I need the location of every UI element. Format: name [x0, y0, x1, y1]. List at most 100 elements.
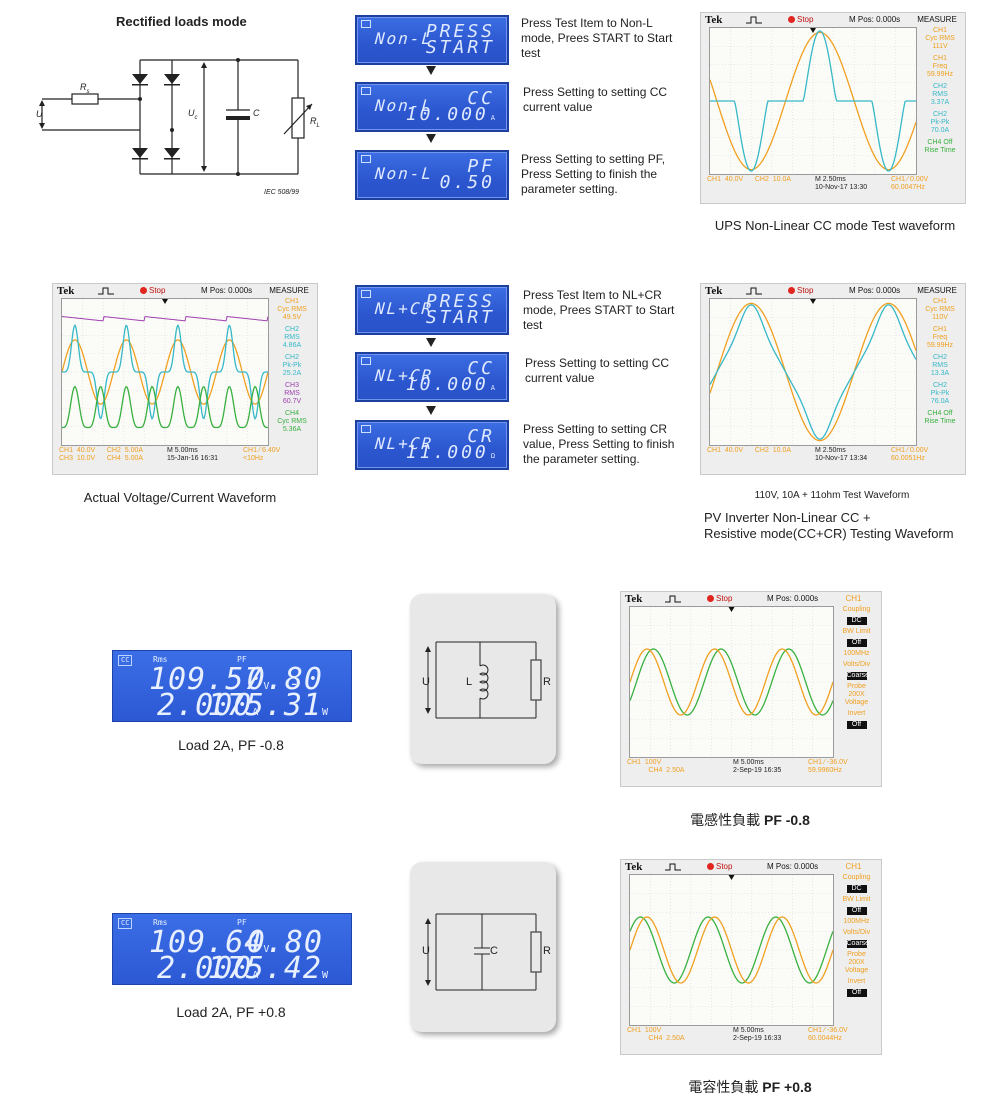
stop-dot-icon: [707, 595, 714, 602]
trigger-pulse-icon: [746, 287, 762, 295]
ch3-trace: [61, 315, 269, 322]
measure-item: CH2 RMS 3.37A: [930, 83, 950, 106]
scope-footer-channels: CH1 100V CH4 2.50A: [627, 759, 685, 774]
trigger-pulse-icon: [665, 863, 681, 871]
scope-footer-channels: CH1 40.0V CH2 10.0A: [707, 447, 792, 454]
scope-brand: Tek: [625, 861, 643, 873]
arrow-down-icon: [426, 134, 436, 143]
measure-item: Volts/Div: [842, 661, 871, 668]
measure-item: CH1 Cyc RMS 49.5V: [277, 298, 307, 321]
ch1-voltage-trace: [709, 302, 917, 442]
rectified-title: Rectified loads mode: [116, 14, 247, 29]
scope5-caption: 電容性負載 PF +0.8: [688, 1079, 812, 1095]
arrow-down-icon: [426, 338, 436, 347]
measure-item: CH2 Pk-Pk 70.0A: [930, 111, 950, 134]
stop-dot-icon: [707, 863, 714, 870]
stop-dot-icon: [788, 16, 795, 23]
scope-screen: [61, 298, 269, 446]
stop-label: Stop: [716, 594, 733, 603]
arrow-down-icon: [426, 66, 436, 75]
scope-footer-time: M 5.00ms 2-Sep-19 16:35: [733, 759, 782, 774]
side-title: MEASURE: [917, 286, 957, 295]
nonl-step3-text: Press Setting to setting PF, Press Setti…: [521, 152, 666, 196]
ch1-voltage-trace: [709, 31, 917, 171]
scope-footer-time: M 5.00ms 15-Jan-16 16:31: [167, 447, 218, 462]
waveform-plot: [629, 875, 834, 1025]
scope-footer-time: M 2.50ms 10-Nov-17 13:30: [815, 176, 868, 191]
scope4-caption: 電感性負載 PF -0.8: [690, 812, 810, 828]
stop-dot-icon: [140, 287, 147, 294]
scope-ups-nonlinear: Tek Stop M Pos: 0.000s MEASURE CH1 Cyc RMS 1…: [700, 12, 966, 204]
stop-label: Stop: [797, 15, 814, 24]
mpos-label: M Pos: 0.000s: [201, 286, 253, 295]
measure-item: Coupling: [842, 874, 871, 881]
circuit1-u: U: [422, 676, 430, 688]
waveform-plot: [61, 299, 269, 445]
circuit2-c: C: [490, 945, 498, 957]
uc-label: Uc: [188, 108, 198, 121]
meter1-caption: Load 2A, PF -0.8: [178, 737, 284, 753]
measure-item: CH4 Cyc RMS 5.36A: [277, 410, 307, 433]
rl-circuit-diagram: [425, 641, 542, 719]
scope-brand: Tek: [705, 14, 723, 26]
measure-item: BW Limit: [842, 896, 871, 903]
measure-item: CH2 Pk-Pk 25.2A: [282, 354, 302, 377]
scope-footer-channels: CH1 40.0V CH2 10.0A: [707, 176, 792, 183]
scope-brand: Tek: [625, 593, 643, 605]
measure-item: Probe 200X Voltage: [844, 951, 869, 974]
measure-item: Off: [846, 989, 867, 997]
meter2-caption: Load 2A, PF +0.8: [176, 1004, 286, 1020]
ch4-current-trace: [61, 385, 269, 429]
circuit-rc-box: U C R: [410, 862, 556, 1032]
lcd-nonl-press: Non-L PRESS START: [355, 15, 509, 65]
mpos-label: M Pos: 0.000s: [849, 15, 901, 24]
scope-screen: [629, 874, 834, 1026]
stop-indicator: Stop: [140, 286, 165, 295]
rc-circuit-diagram: [425, 913, 542, 991]
measure-item: Volts/Div: [842, 929, 871, 936]
stop-indicator: Stop: [707, 862, 732, 871]
measure-item: Coupling: [842, 606, 871, 613]
c-label: C: [253, 108, 260, 118]
side-title: MEASURE: [269, 286, 309, 295]
ch4-current-trace: [629, 648, 834, 716]
scope-screen: [629, 606, 834, 758]
side-title: CH1: [845, 594, 862, 603]
measure-item: CH1 Freq 59.99Hz: [926, 326, 954, 349]
scope3-caption: PV Inverter Non-Linear CC + Resistive mo…: [704, 510, 954, 541]
u-label: U: [36, 109, 43, 119]
measure-item: Invert: [847, 710, 866, 717]
ch2-current-trace: [710, 30, 916, 172]
stop-label: Stop: [716, 862, 733, 871]
scope-footer-trigger: CH1 ⁄ -36.0V 59.9960Hz: [808, 759, 848, 774]
lcd-nonl-pf: Non-L PF 0.50: [355, 150, 509, 200]
arrow-down-icon: [426, 406, 436, 415]
ch1-voltage-trace: [629, 648, 834, 716]
measure-item: CH2 RMS 4.86A: [282, 326, 302, 349]
mpos-label: M Pos: 0.000s: [767, 862, 819, 871]
scope-brand: Tek: [57, 285, 75, 297]
side-title: CH1: [845, 862, 862, 871]
measure-item: CH4 Off Rise Time: [924, 410, 956, 425]
side-title: MEASURE: [917, 15, 957, 24]
trigger-marker-icon: [162, 299, 168, 304]
stop-indicator: Stop: [788, 15, 813, 24]
stop-indicator: Stop: [707, 594, 732, 603]
measure-item: Off: [846, 639, 867, 647]
scope1-caption: UPS Non-Linear CC mode Test waveform: [714, 218, 956, 233]
nonl-step1-text: Press Test Item to Non-L mode, Prees STA…: [521, 16, 673, 60]
measure-item: CH3 RMS 60.7V: [282, 382, 302, 405]
trigger-pulse-icon: [746, 16, 762, 24]
rl-label: RL: [310, 116, 320, 129]
mpos-label: M Pos: 0.000s: [767, 594, 819, 603]
circuit2-u: U: [422, 945, 430, 957]
scope-brand: Tek: [705, 285, 723, 297]
measure-item: 100MHz: [843, 918, 870, 925]
stop-label: Stop: [797, 286, 814, 295]
